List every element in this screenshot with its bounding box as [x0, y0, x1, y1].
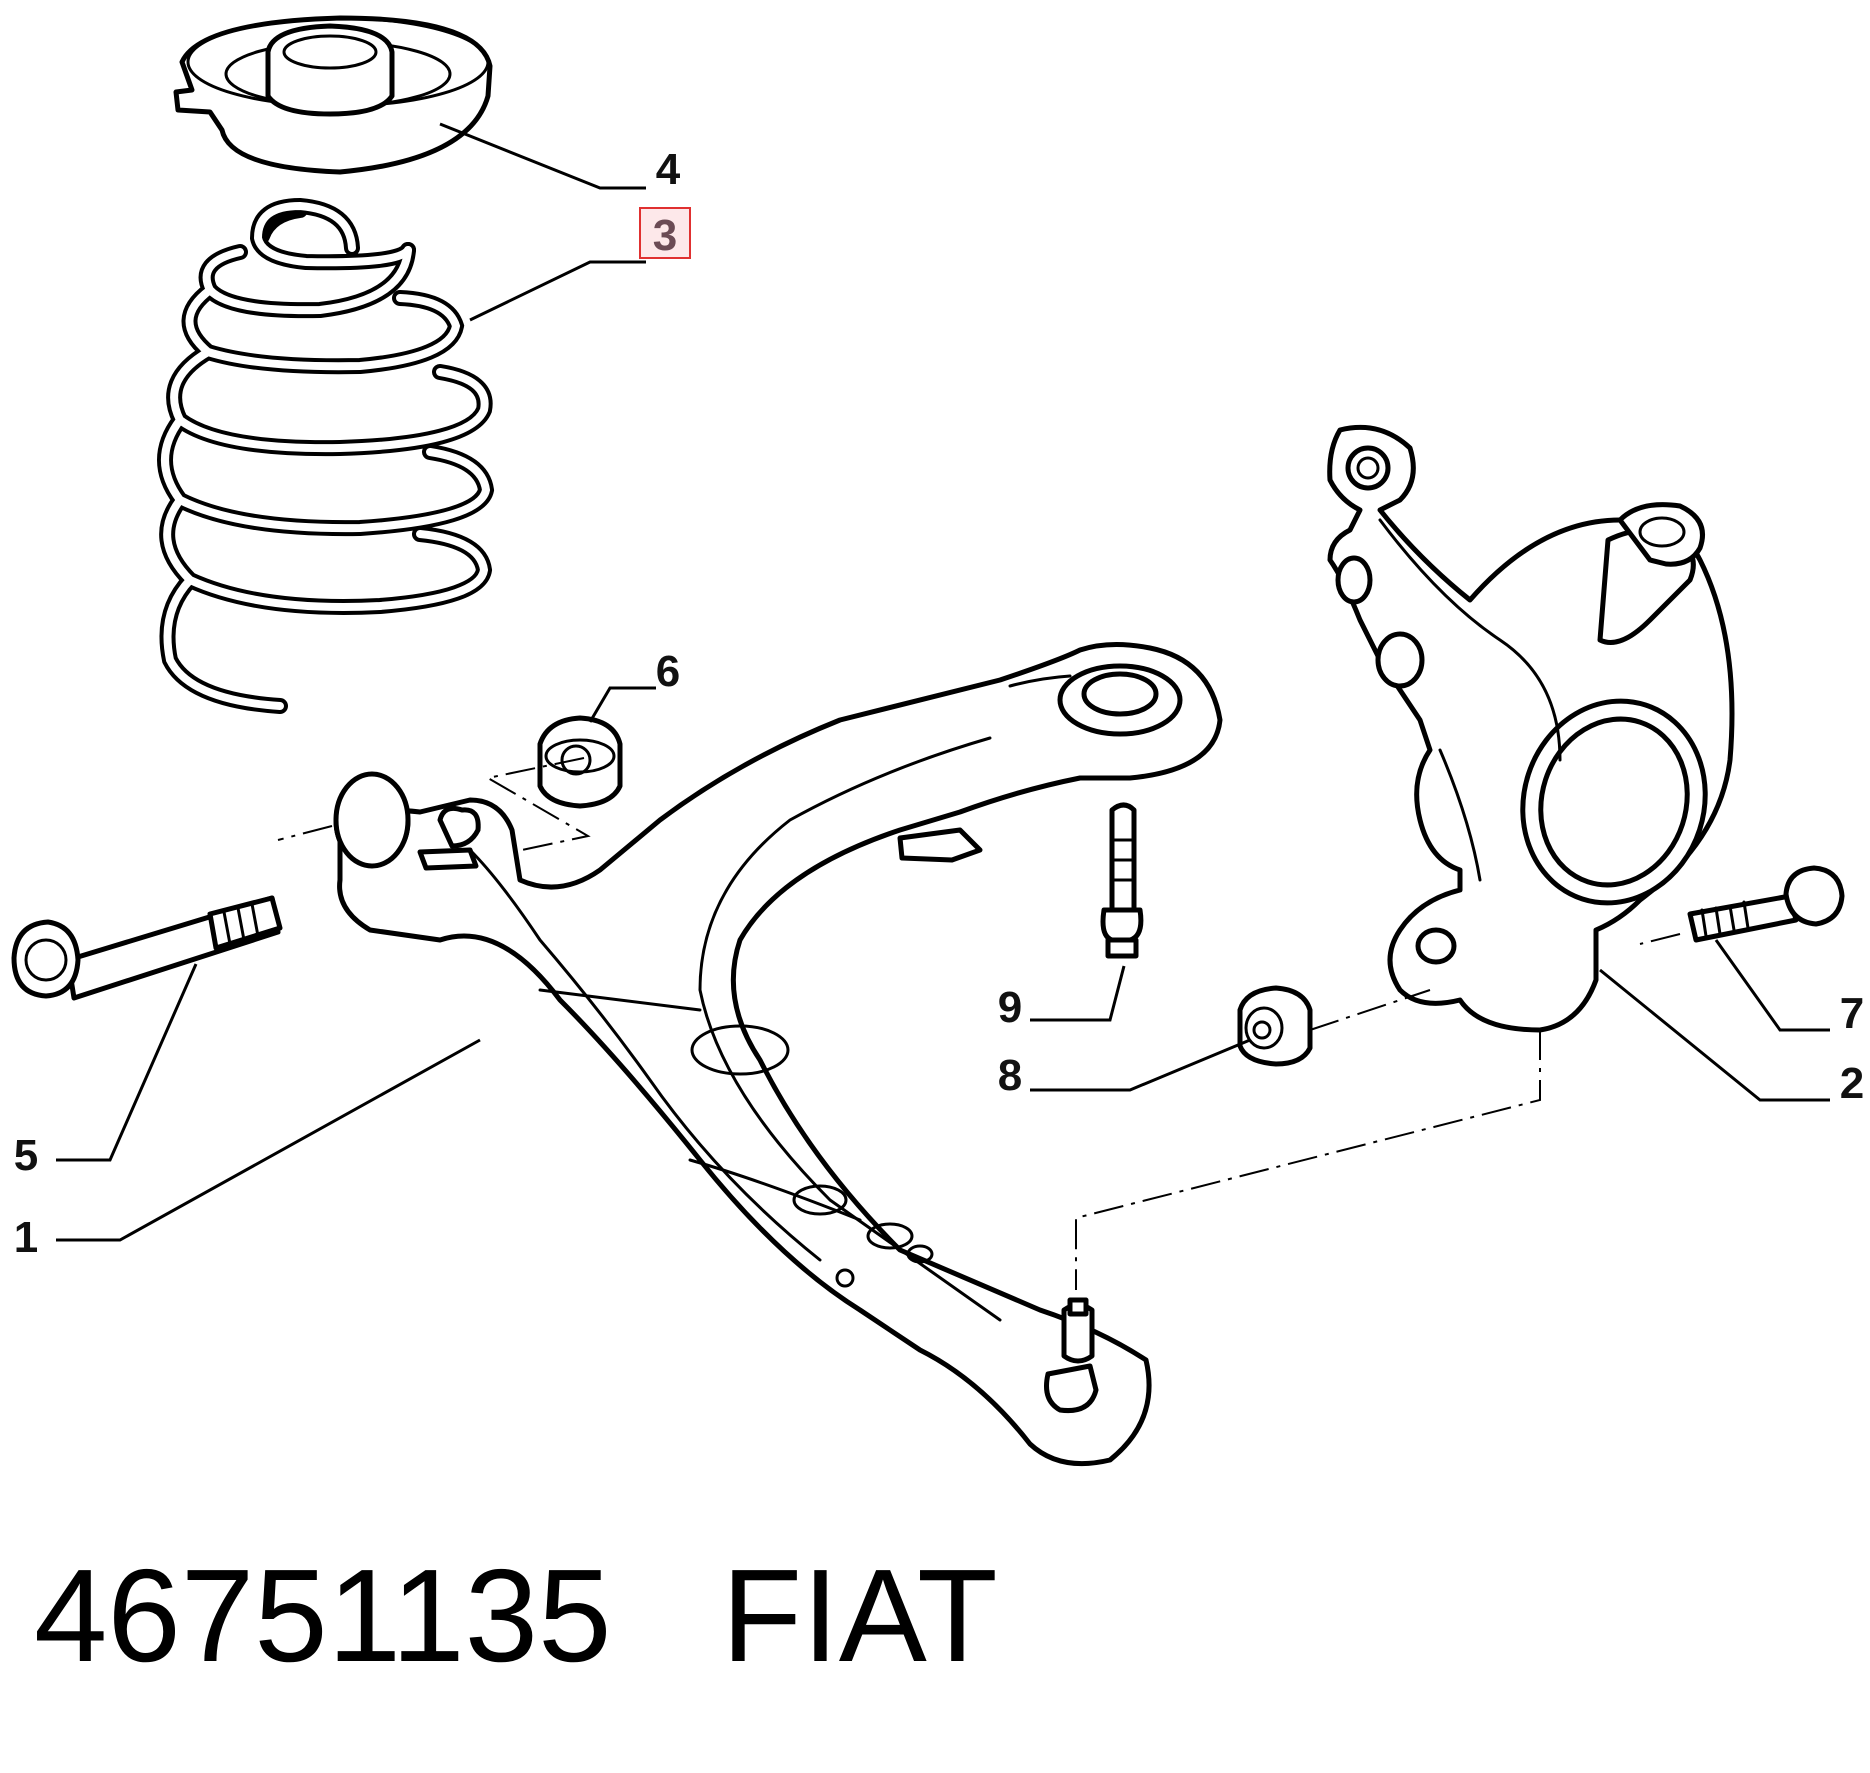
- ball-joint-stud-9[interactable]: [1100, 802, 1144, 959]
- leader-lines: [56, 122, 1830, 1242]
- spring-top-mount[interactable]: [173, 15, 493, 175]
- callout-labels: 4 3 6 5 1 9 8 7 2: [14, 145, 1864, 1262]
- knuckle-bolt-7[interactable]: [1687, 865, 1845, 943]
- callout-1[interactable]: 1: [14, 1213, 38, 1262]
- lower-control-arm[interactable]: [333, 641, 1223, 1467]
- coil-spring[interactable]: [157, 197, 495, 714]
- part-number: 46751135: [34, 1542, 612, 1689]
- callout-6[interactable]: 6: [656, 647, 680, 696]
- callout-3-highlight: [639, 207, 691, 259]
- callout-2[interactable]: 2: [1840, 1059, 1864, 1108]
- assembly-center-lines: [277, 757, 1681, 1290]
- callout-5[interactable]: 5: [14, 1131, 38, 1180]
- brand-name: FIAT: [721, 1542, 998, 1689]
- steering-knuckle[interactable]: [1327, 424, 1735, 1033]
- callout-7[interactable]: 7: [1840, 989, 1864, 1038]
- callout-8[interactable]: 8: [998, 1051, 1022, 1100]
- callout-9[interactable]: 9: [998, 983, 1022, 1032]
- flange-nut-6[interactable]: [537, 715, 623, 809]
- callout-3[interactable]: 3: [653, 211, 677, 260]
- flange-nut-8[interactable]: [1237, 985, 1313, 1067]
- arm-bolt[interactable]: [11, 895, 283, 1001]
- callout-4[interactable]: 4: [656, 145, 681, 194]
